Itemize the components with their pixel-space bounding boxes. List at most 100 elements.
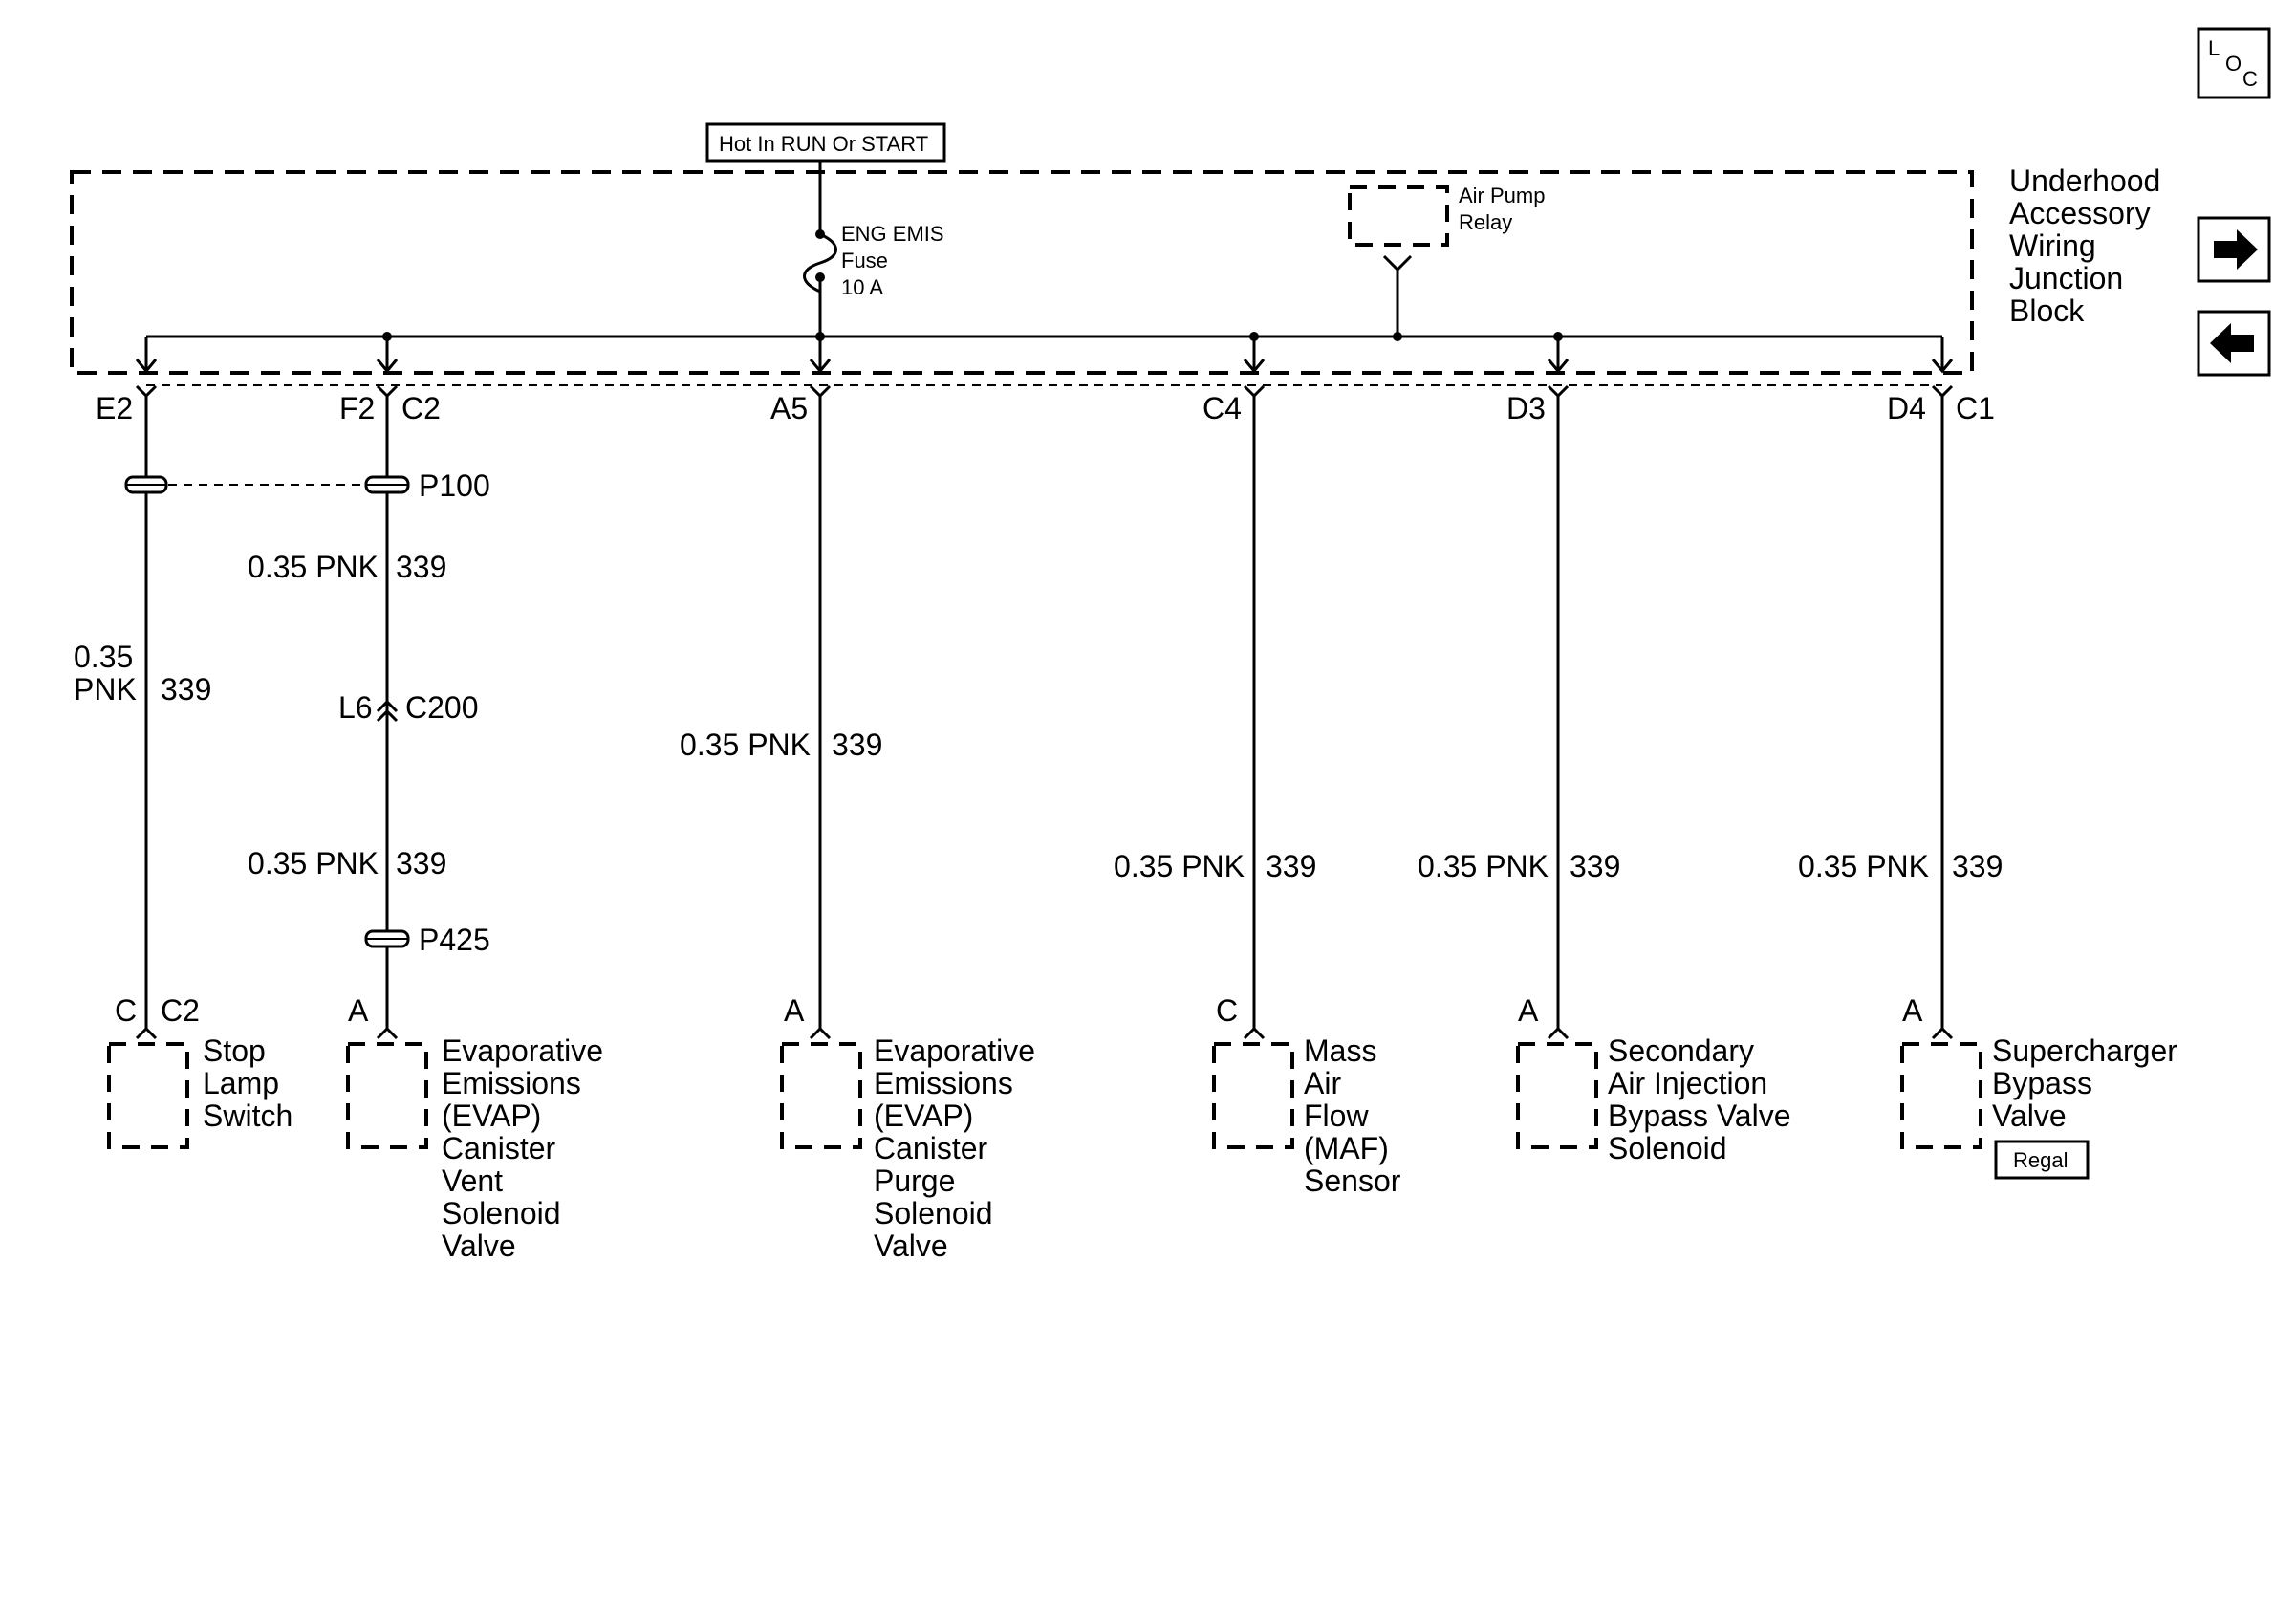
- wire-f2-upper-spec: 0.35 PNK: [248, 550, 379, 584]
- arrow-right-icon: [2214, 229, 2258, 270]
- splice-p100-label: P100: [419, 468, 490, 503]
- svg-text:Switch: Switch: [203, 1099, 292, 1133]
- wire-f2-lower-circuit: 339: [396, 846, 446, 881]
- pin-a5: A5: [770, 391, 808, 425]
- component-evap-purge-solenoid: A Evaporative Emissions (EVAP) Canister …: [780, 993, 1035, 1263]
- svg-text:Air: Air: [1304, 1066, 1341, 1100]
- svg-text:Solenoid: Solenoid: [442, 1196, 561, 1230]
- c200-name: C200: [405, 690, 479, 725]
- wire-f2-lower-spec: 0.35 PNK: [248, 846, 379, 881]
- c200-pin: L6: [338, 690, 373, 725]
- connector-c2: C2: [401, 391, 441, 425]
- svg-text:Evaporative: Evaporative: [442, 1033, 603, 1068]
- svg-text:10 A: 10 A: [841, 275, 883, 299]
- svg-text:Valve: Valve: [442, 1229, 516, 1263]
- wire-a5-circuit: 339: [832, 728, 882, 762]
- splice-p100: [124, 475, 410, 494]
- splice-p425: [364, 929, 410, 948]
- svg-text:Valve: Valve: [874, 1229, 948, 1263]
- svg-text:Air Injection: Air Injection: [1608, 1066, 1767, 1100]
- component-air-injection-solenoid: A Secondary Air Injection Bypass Valve S…: [1516, 993, 1791, 1165]
- svg-text:Evaporative: Evaporative: [874, 1033, 1035, 1068]
- wire-d4-spec: 0.35 PNK: [1798, 849, 1929, 883]
- svg-text:(EVAP): (EVAP): [874, 1099, 973, 1133]
- loc-letter-c: C: [2242, 67, 2258, 91]
- back-button[interactable]: [2197, 310, 2271, 377]
- svg-text:Underhood: Underhood: [2009, 163, 2160, 198]
- regal-badge-label: Regal: [2013, 1148, 2068, 1172]
- component-stop-lamp-switch: C C2 Stop Lamp Switch: [107, 993, 292, 1149]
- wire-e2-size: 0.35: [74, 640, 133, 674]
- svg-text:Supercharger: Supercharger: [1992, 1033, 2177, 1068]
- svg-text:(EVAP): (EVAP): [442, 1099, 541, 1133]
- wire-c4-circuit: 339: [1266, 849, 1316, 883]
- wire-d4-circuit: 339: [1952, 849, 2003, 883]
- component-supercharger-bypass-valve: A Supercharger Bypass Valve Regal: [1900, 993, 2177, 1180]
- junction-block-outline: [70, 170, 1974, 375]
- svg-text:Purge: Purge: [874, 1164, 955, 1198]
- svg-text:Fuse: Fuse: [841, 249, 888, 272]
- forward-button[interactable]: [2197, 216, 2271, 283]
- inline-connector-c200: [376, 699, 399, 723]
- svg-text:Emissions: Emissions: [442, 1066, 581, 1100]
- splice-p425-label: P425: [419, 923, 490, 957]
- junction-pin-drops: [135, 337, 1954, 374]
- svg-text:A: A: [1518, 993, 1539, 1028]
- supply-label: Hot In RUN Or START: [719, 132, 928, 156]
- pin-c4: C4: [1202, 391, 1242, 425]
- wire-d3-spec: 0.35 PNK: [1418, 849, 1549, 883]
- pin-d4: D4: [1887, 391, 1926, 425]
- arrow-left-icon: [2210, 323, 2254, 363]
- svg-text:Bypass Valve: Bypass Valve: [1608, 1099, 1791, 1133]
- loc-letter-o: O: [2225, 52, 2242, 76]
- svg-text:Canister: Canister: [874, 1131, 988, 1165]
- wire-e2-circuit: 339: [161, 672, 211, 707]
- svg-text:Wiring: Wiring: [2009, 228, 2096, 263]
- svg-text:Solenoid: Solenoid: [874, 1196, 993, 1230]
- svg-text:ENG EMIS: ENG EMIS: [841, 222, 944, 246]
- svg-text:A: A: [348, 993, 369, 1028]
- svg-text:Secondary: Secondary: [1608, 1033, 1754, 1068]
- relay-label: Air Pump Relay: [1459, 184, 1545, 234]
- svg-text:Canister: Canister: [442, 1131, 556, 1165]
- regal-badge: [1994, 1140, 2090, 1180]
- svg-text:Mass: Mass: [1304, 1033, 1376, 1068]
- wire-f2-upper-circuit: 339: [396, 550, 446, 584]
- svg-text:A: A: [1902, 993, 1923, 1028]
- supply-label-box: Hot In RUN Or START: [705, 122, 946, 163]
- fuse-label: ENG EMIS Fuse 10 A: [841, 222, 944, 299]
- wire-d3-circuit: 339: [1570, 849, 1620, 883]
- svg-text:Solenoid: Solenoid: [1608, 1131, 1727, 1165]
- wire-a5-spec: 0.35 PNK: [680, 728, 811, 762]
- loc-button[interactable]: L O C: [2197, 27, 2271, 99]
- pin-e2: E2: [96, 391, 133, 425]
- component-evap-vent-solenoid: A Evaporative Emissions (EVAP) Canister …: [346, 993, 603, 1263]
- loc-letter-l: L: [2208, 36, 2220, 60]
- svg-text:C: C: [1216, 993, 1238, 1028]
- svg-text:Vent: Vent: [442, 1164, 503, 1198]
- svg-text:Bypass: Bypass: [1992, 1066, 2092, 1100]
- svg-text:Lamp: Lamp: [203, 1066, 279, 1100]
- svg-text:Flow: Flow: [1304, 1099, 1369, 1133]
- svg-text:Air Pump: Air Pump: [1459, 184, 1545, 207]
- svg-text:Valve: Valve: [1992, 1099, 2067, 1133]
- svg-text:C2: C2: [161, 993, 200, 1028]
- junction-block-label: Underhood Accessory Wiring Junction Bloc…: [2009, 163, 2160, 328]
- connector-c1: C1: [1956, 391, 1995, 425]
- pin-f2: F2: [339, 391, 375, 425]
- svg-text:C: C: [115, 993, 137, 1028]
- component-maf-sensor: C Mass Air Flow (MAF) Sensor: [1212, 993, 1401, 1198]
- pin-d3: D3: [1506, 391, 1546, 425]
- air-pump-relay: [1348, 185, 1449, 247]
- svg-text:Stop: Stop: [203, 1033, 266, 1068]
- wire-e2-color: PNK: [74, 672, 137, 707]
- svg-text:Emissions: Emissions: [874, 1066, 1013, 1100]
- svg-text:Relay: Relay: [1459, 210, 1512, 234]
- fuse-symbol: [803, 232, 837, 294]
- svg-text:Accessory: Accessory: [2009, 196, 2151, 230]
- svg-text:Sensor: Sensor: [1304, 1164, 1401, 1198]
- svg-text:A: A: [784, 993, 805, 1028]
- svg-text:(MAF): (MAF): [1304, 1131, 1389, 1165]
- svg-text:Junction: Junction: [2009, 261, 2123, 295]
